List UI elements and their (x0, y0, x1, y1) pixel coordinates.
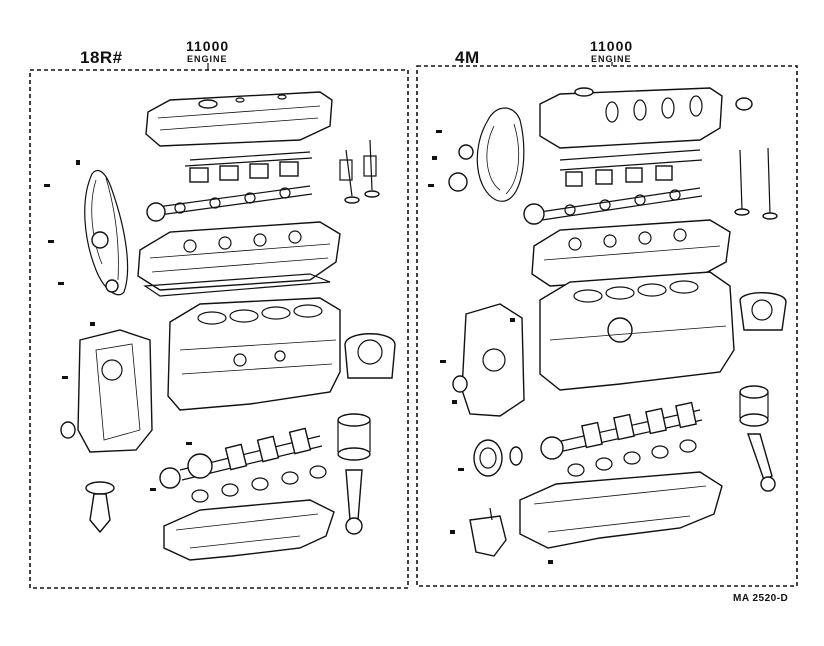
left-piston-rod (337, 413, 371, 535)
right-engine-illustration (428, 87, 787, 564)
left-valve-cover (145, 91, 333, 147)
left-part-name: ENGINE (187, 54, 228, 64)
left-camshaft-assembly (146, 151, 313, 222)
right-piston-rod (739, 385, 776, 492)
left-rear-oil-seal (344, 333, 396, 379)
right-crankshaft (540, 401, 703, 460)
left-part-number: 11000 (186, 38, 230, 54)
right-model-label: 4M (455, 48, 480, 67)
left-model-label: 18R# (80, 48, 123, 67)
right-camshaft-assembly (523, 149, 703, 225)
right-timing-chain (448, 107, 525, 202)
left-oil-pump (85, 481, 115, 534)
left-cylinder-block (167, 297, 341, 411)
right-rear-oil-seal (739, 292, 787, 331)
left-bearings (191, 465, 327, 503)
right-valve-cover (539, 87, 723, 149)
right-panel-frame (416, 62, 798, 587)
right-bearings (567, 439, 697, 477)
left-timing-cover (60, 329, 153, 453)
right-part-name: ENGINE (591, 54, 632, 64)
left-oil-pan (163, 499, 335, 561)
left-crankshaft (159, 427, 323, 489)
right-crank-pulley (473, 439, 523, 477)
right-cylinder-head (531, 219, 731, 287)
right-timing-cover (452, 303, 525, 417)
left-engine-illustration (44, 91, 396, 561)
right-oil-pan (519, 471, 723, 549)
left-valves (339, 139, 380, 204)
right-part-number: 11000 (590, 38, 634, 54)
right-cylinder-block (539, 271, 735, 391)
left-cylinder-head (137, 221, 341, 297)
left-panel-frame (29, 63, 409, 589)
left-timing-chain (84, 169, 129, 296)
right-valves (734, 97, 778, 220)
reference-code: MA 2520-D (733, 593, 789, 604)
right-oil-pump (469, 507, 507, 557)
